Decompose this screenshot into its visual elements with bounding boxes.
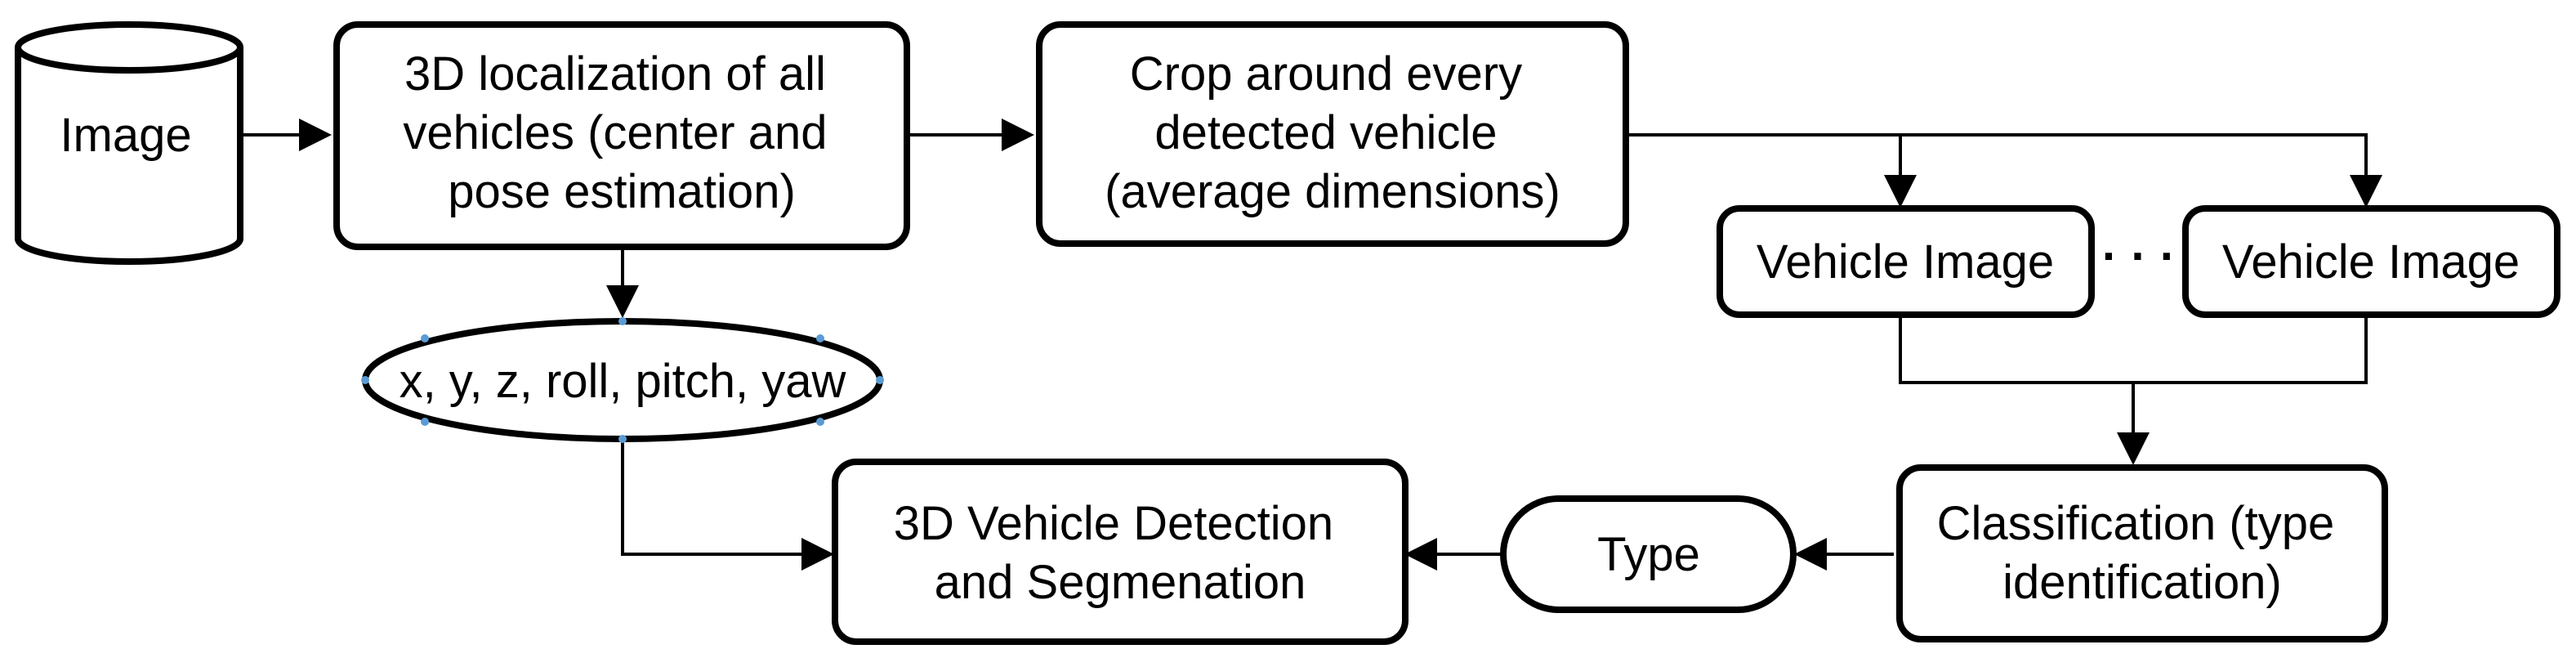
edge-pose-to-detection: [621, 439, 834, 571]
selection-handle: [816, 334, 824, 342]
svg-text:Crop around every detect: Crop around every detected vehicle (aver…: [1105, 47, 1560, 218]
selection-handle: [618, 317, 627, 325]
detection-line-1: 3D Vehicle Detection: [894, 497, 1333, 550]
localization-line-3: pose estimation): [448, 165, 796, 218]
selection-handle: [421, 418, 429, 426]
classification-line-2: identification): [2002, 556, 2282, 609]
image-label: Image: [60, 109, 191, 162]
edge-vehicle-images-to-classification: [1899, 317, 2368, 384]
localization-line-1: 3D localization of all: [404, 47, 826, 101]
edges: [241, 119, 2382, 571]
node-type: Type: [1500, 495, 1797, 613]
crop-line-1: Crop around every: [1130, 47, 1522, 101]
selection-handle: [361, 376, 369, 384]
cylinder-rim: [15, 47, 243, 74]
classification-line-1: Classification (type: [1937, 497, 2335, 550]
vehicle-image-2-label: Vehicle Image: [2222, 235, 2520, 289]
selection-handle: [421, 334, 429, 342]
node-vehicle-image-1: Vehicle Image: [1717, 205, 2095, 318]
crop-line-2: detected vehicle: [1154, 106, 1497, 159]
node-vehicle-image-2: Vehicle Image: [2182, 205, 2560, 318]
node-pose: x, y, z, roll, pitch, yaw: [361, 317, 884, 443]
node-image: Image: [15, 21, 243, 265]
ellipsis: · · ·: [2102, 230, 2176, 283]
node-classification: Classification (type identification): [1896, 464, 2388, 642]
vehicle-image-1-label: Vehicle Image: [1757, 235, 2054, 289]
svg-text:3D Vehicle Detection and: 3D Vehicle Detection and Segmenation: [894, 497, 1347, 609]
svg-text:Classification (type ide: Classification (type identification): [1937, 497, 2348, 609]
node-crop: Crop around every detected vehicle (aver…: [1036, 21, 1629, 247]
edge-crop-to-vehicle-image-2: [1900, 133, 2382, 208]
node-localization: 3D localization of all vehicles (center …: [333, 21, 910, 250]
database-cylinder-icon: [15, 21, 243, 265]
node-detection: 3D Vehicle Detection and Segmenation: [832, 459, 1409, 645]
svg-text:3D localization of all v: 3D localization of all vehicles (center …: [403, 47, 840, 218]
pose-label: x, y, z, roll, pitch, yaw: [400, 355, 847, 408]
localization-line-2: vehicles (center and: [403, 106, 827, 159]
type-label: Type: [1597, 528, 1700, 581]
crop-line-3: (average dimensions): [1105, 165, 1560, 218]
detection-line-2: and Segmenation: [935, 556, 1306, 609]
selection-handle: [816, 418, 824, 426]
selection-handle: [618, 435, 627, 443]
edge-crop-to-vehicle-image-1: [1628, 133, 1917, 208]
selection-handle: [876, 376, 884, 384]
